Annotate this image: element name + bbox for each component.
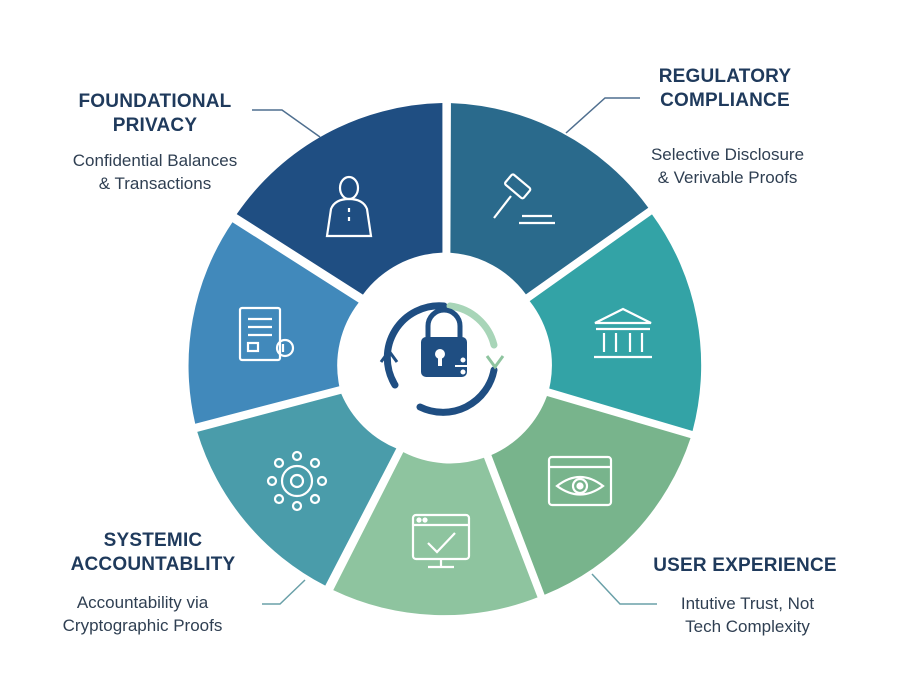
network-icon [266,450,328,512]
regulatory-compliance-title: REGULATORY COMPLIANCE [625,65,825,113]
leader-line-user-experience [591,573,657,605]
systemic-title-line2: ACCOUNTABLITY [70,554,236,575]
systemic-title-line1: SYSTEMIC [103,530,203,551]
leader-line-regulatory [565,97,640,134]
segment-checkmark [333,452,538,616]
user-experience-sub-line1: Intutive Trust, Not [680,594,815,613]
systemic-accountability-title: SYSTEMIC ACCOUNTABLITY [38,529,268,577]
segment-regulatory-compliance [450,103,649,295]
gavel-icon [493,173,555,225]
foundational-sub-line2: & Transactions [98,174,212,193]
regulatory-compliance-subtitle: Selective Disclosure & Verivable Proofs [615,143,840,189]
segment-systemic-accountability [197,393,397,586]
user-experience-title-line1: USER EXPERIENCE [653,555,837,576]
regulatory-sub-line2: & Verivable Proofs [657,168,798,187]
systemic-accountability-subtitle: Accountability via Cryptographic Proofs [25,591,260,637]
leader-line-systemic [262,579,306,605]
foundational-privacy-title: FOUNDATIONAL PRIVACY [50,90,260,138]
regulatory-title-line1: REGULATORY [658,66,792,87]
user-experience-sub-line2: Tech Complexity [685,617,810,636]
foundational-privacy-subtitle: Confidential Balances & Transactions [40,149,270,195]
systemic-sub-line1: Accountability via [76,593,209,612]
systemic-sub-line2: Cryptographic Proofs [62,616,223,635]
leader-line-foundational [252,109,321,138]
user-experience-subtitle: Intutive Trust, Not Tech Complexity [640,592,855,638]
regulatory-title-line2: COMPLIANCE [660,90,790,111]
bank-icon [594,307,652,359]
checkmark-window-icon [411,513,471,569]
foundational-sub-line1: Confidential Balances [72,151,238,170]
person-icon [325,175,373,238]
foundational-title-line1: FOUNDATIONAL [78,91,232,112]
document-icon [238,306,295,362]
foundational-title-line2: PRIVACY [112,115,198,136]
user-experience-title: USER EXPERIENCE [630,554,860,578]
eye-window-icon [547,455,613,507]
segment-user-experience [491,396,691,595]
segment-document [188,222,359,424]
segment-foundational-privacy [236,103,443,295]
regulatory-sub-line1: Selective Disclosure [650,145,805,164]
lock-cycle-icon [379,302,505,416]
